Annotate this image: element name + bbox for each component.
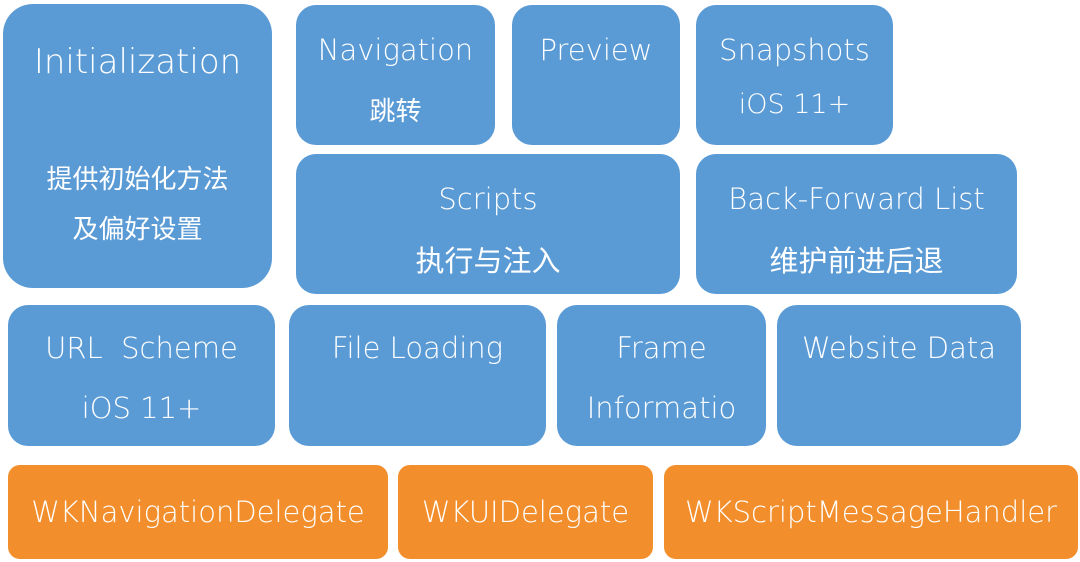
wk-script-message-handler-block: WKScriptMessageHandler (664, 465, 1078, 559)
url-scheme-subtitle: iOS 11+ (81, 391, 202, 425)
preview-title: Preview (539, 33, 653, 67)
snapshots-title: Snapshots (719, 33, 870, 67)
file-loading-block: File Loading (289, 305, 546, 446)
frame-information-block: Frame Informatio (557, 305, 766, 446)
website-data-block: Website Data (777, 305, 1021, 446)
file-loading-title: File Loading (331, 331, 504, 365)
navigation-title: Navigation (317, 33, 474, 67)
website-data-title: Website Data (801, 331, 997, 365)
preview-block: Preview (512, 5, 680, 145)
url-scheme-block: URL Scheme iOS 11+ (8, 305, 275, 446)
back-forward-list-block: Back-Forward List 维护前进后退 (696, 154, 1017, 294)
wk-ui-delegate-label: WKUIDelegate (421, 495, 630, 529)
back-forward-title: Back-Forward List (728, 182, 985, 216)
scripts-block: Scripts 执行与注入 (296, 154, 680, 294)
initialization-title: Initialization (33, 42, 242, 82)
wk-script-message-handler-label: WKScriptMessageHandler (684, 495, 1058, 529)
initialization-line2: 及偏好设置 (72, 215, 203, 245)
snapshots-block: Snapshots iOS 11+ (696, 5, 893, 145)
initialization-line1: 提供初始化方法 (46, 165, 229, 195)
scripts-title: Scripts (438, 182, 538, 216)
wk-navigation-delegate-block: WKNavigationDelegate (8, 465, 388, 559)
snapshots-subtitle: iOS 11+ (738, 89, 851, 120)
frame-title: Frame (616, 331, 707, 365)
scripts-subtitle: 执行与注入 (415, 244, 561, 278)
wk-ui-delegate-block: WKUIDelegate (398, 465, 653, 559)
wk-navigation-delegate-label: WKNavigationDelegate (31, 495, 365, 529)
back-forward-subtitle: 维护前进后退 (769, 244, 944, 278)
navigation-subtitle: 跳转 (369, 97, 422, 127)
frame-subtitle: Informatio (586, 391, 737, 425)
initialization-block: Initialization 提供初始化方法 及偏好设置 (3, 4, 272, 288)
url-scheme-title: URL Scheme (45, 331, 238, 365)
navigation-block: Navigation 跳转 (296, 5, 495, 145)
